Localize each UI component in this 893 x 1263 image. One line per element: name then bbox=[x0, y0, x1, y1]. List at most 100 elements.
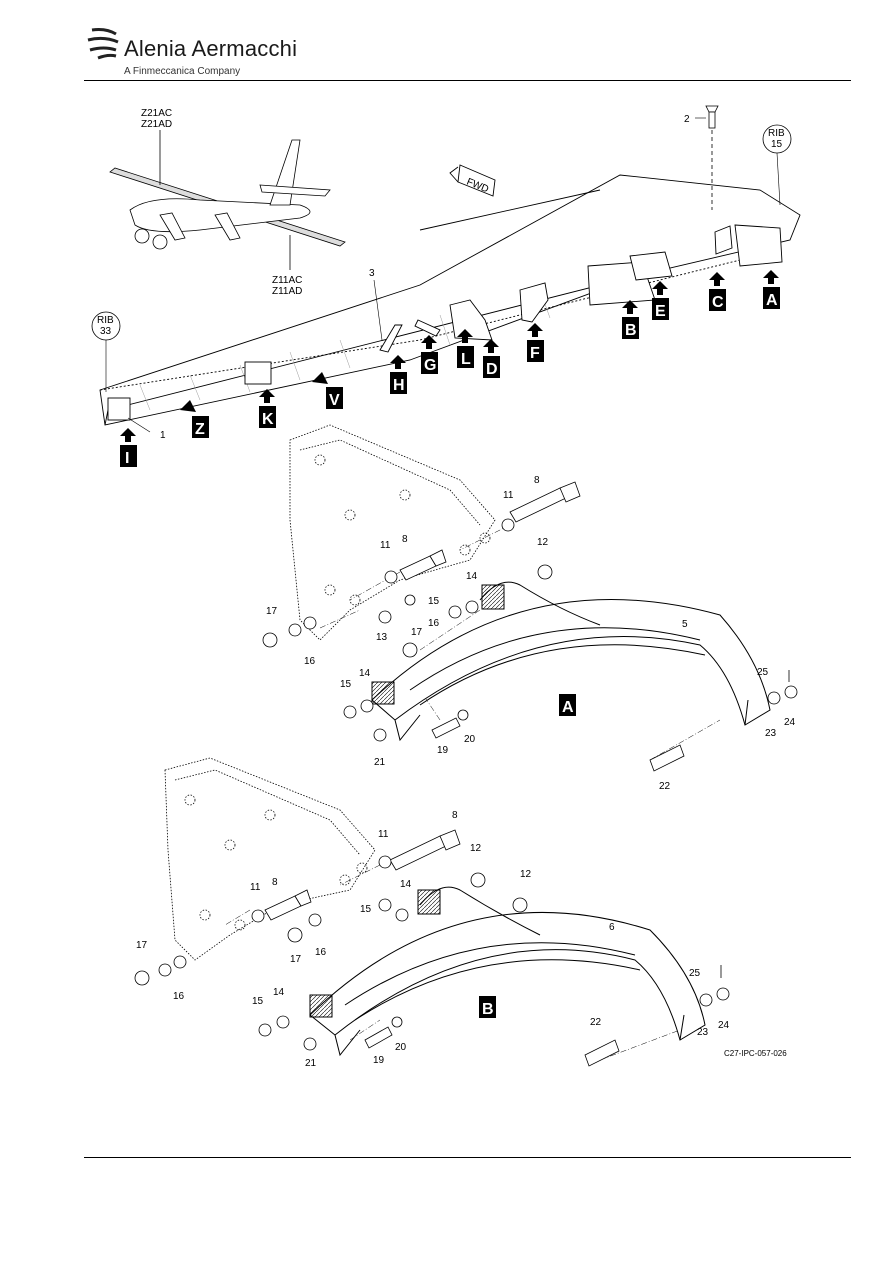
callout-number: 23 bbox=[765, 728, 777, 739]
svg-text:F: F bbox=[530, 345, 540, 362]
fastener-icon bbox=[262, 481, 798, 772]
item-number-label: 2 bbox=[684, 114, 690, 125]
item-number-label: 1 bbox=[160, 430, 166, 441]
detail-tag-l: L bbox=[457, 346, 474, 368]
screw-icon bbox=[705, 105, 719, 210]
detail-tag-a: A bbox=[763, 287, 780, 309]
detail-tag-e: E bbox=[652, 298, 669, 320]
callout-number: 17 bbox=[266, 606, 278, 617]
callout-number: 11 bbox=[503, 490, 514, 501]
detail-tag-markers: A B C D E F G H I K L V Z bbox=[120, 270, 780, 467]
svg-text:C: C bbox=[712, 294, 724, 311]
detail-tag-f: F bbox=[527, 340, 544, 362]
brand-name: Alenia Aermacchi bbox=[124, 36, 298, 61]
wing-assembly bbox=[99, 164, 801, 426]
svg-text:B: B bbox=[482, 1001, 494, 1018]
svg-text:G: G bbox=[424, 357, 436, 374]
detail-tag-z: Z bbox=[192, 416, 209, 438]
aircraft-code-label: Z11AC bbox=[272, 275, 302, 286]
svg-text:A: A bbox=[766, 292, 778, 309]
callout-number: 16 bbox=[304, 656, 316, 667]
callout-number: 19 bbox=[437, 745, 449, 756]
detail-tag-g: G bbox=[421, 352, 438, 374]
callout-number: 15 bbox=[340, 679, 352, 690]
fwd-arrow-icon bbox=[449, 164, 496, 197]
aircraft-codes: Z21AC Z21AD Z11AC Z11AD bbox=[141, 108, 302, 297]
aircraft-overview bbox=[109, 130, 346, 270]
callout-number: 12 bbox=[520, 869, 532, 880]
svg-text:A: A bbox=[562, 699, 574, 716]
detail-tag-h: H bbox=[390, 372, 407, 394]
callout-number: 11 bbox=[380, 540, 391, 551]
rib-number: 33 bbox=[100, 326, 112, 337]
aircraft-code-label: Z21AD bbox=[141, 119, 172, 130]
callout-number: 22 bbox=[659, 781, 671, 792]
callout-number: 20 bbox=[464, 734, 476, 745]
callout-number: 24 bbox=[784, 717, 796, 728]
svg-text:K: K bbox=[262, 411, 274, 428]
callout-number: 25 bbox=[689, 968, 701, 979]
svg-text:Z: Z bbox=[195, 421, 205, 438]
detail-tag-a: A bbox=[559, 694, 576, 716]
detail-tag-i: I bbox=[120, 445, 137, 467]
footer-rule bbox=[84, 1157, 851, 1158]
callout-number: 12 bbox=[470, 843, 482, 854]
callout-number: 23 bbox=[697, 1027, 709, 1038]
callout-number: 8 bbox=[452, 810, 458, 821]
rib-label: RIB bbox=[768, 128, 785, 139]
aircraft-code-label: Z11AD bbox=[272, 286, 302, 297]
detail-a-callouts: 5 8 8 11 11 12 13 14 14 15 15 16 16 17 1… bbox=[266, 475, 796, 792]
detail-a-drawing: A 5 8 8 11 11 12 13 14 14 15 15 16 16 17… bbox=[262, 424, 798, 792]
brand-subtitle: A Finmeccanica Company bbox=[124, 66, 241, 77]
rib-number: 15 bbox=[771, 139, 783, 150]
rib-label: RIB bbox=[97, 315, 114, 326]
svg-text:V: V bbox=[329, 392, 340, 409]
callout-number: 14 bbox=[466, 571, 478, 582]
callout-number: 19 bbox=[373, 1055, 385, 1066]
svg-text:L: L bbox=[461, 351, 471, 368]
callout-number: 14 bbox=[273, 987, 285, 998]
callout-number: 21 bbox=[374, 757, 386, 768]
callout-number: 17 bbox=[290, 954, 302, 965]
callout-number: 13 bbox=[376, 632, 388, 643]
detail-tag-d: D bbox=[483, 356, 500, 378]
callout-number: 17 bbox=[136, 940, 148, 951]
callout-number: 25 bbox=[757, 667, 769, 678]
page-header: Alenia Aermacchi A Finmeccanica Company bbox=[0, 0, 893, 82]
detail-b-callouts: 6 8 8 11 11 12 12 14 14 15 15 16 16 17 1… bbox=[136, 810, 730, 1069]
svg-text:D: D bbox=[486, 361, 498, 378]
svg-text:E: E bbox=[655, 303, 666, 320]
callout-number: 21 bbox=[305, 1058, 317, 1069]
callout-number: 22 bbox=[590, 1017, 602, 1028]
callout-number: 14 bbox=[359, 668, 371, 679]
callout-number: 16 bbox=[173, 991, 185, 1002]
detail-tag-k: K bbox=[259, 406, 276, 428]
callout-number: 6 bbox=[609, 922, 615, 933]
rib-15-badge: RIB 15 bbox=[762, 124, 792, 206]
callout-number: 15 bbox=[252, 996, 264, 1007]
company-logo-icon bbox=[87, 28, 119, 60]
callout-number: 17 bbox=[411, 627, 423, 638]
svg-text:H: H bbox=[393, 377, 405, 394]
callout-number: 24 bbox=[718, 1020, 730, 1031]
detail-tag-b: B bbox=[622, 317, 639, 339]
callout-number: 16 bbox=[315, 947, 327, 958]
callout-number: 12 bbox=[537, 537, 549, 548]
callout-number: 15 bbox=[360, 904, 372, 915]
callout-number: 11 bbox=[250, 882, 261, 893]
callout-number: 8 bbox=[402, 534, 408, 545]
rib-33-badge: RIB 33 bbox=[91, 311, 121, 392]
fastener-icon bbox=[134, 829, 730, 1067]
detail-tag-b: B bbox=[479, 996, 496, 1018]
svg-text:B: B bbox=[625, 322, 637, 339]
callout-number: 11 bbox=[378, 829, 389, 840]
callout-number: 14 bbox=[400, 879, 412, 890]
callout-number: 8 bbox=[272, 877, 278, 888]
direction-arrow-icon bbox=[120, 270, 779, 442]
item-number-label: 3 bbox=[369, 268, 375, 279]
svg-text:I: I bbox=[125, 450, 129, 467]
header-rule bbox=[84, 80, 851, 81]
callout-number: 8 bbox=[534, 475, 540, 486]
aircraft-code-label: Z21AC bbox=[141, 108, 172, 119]
